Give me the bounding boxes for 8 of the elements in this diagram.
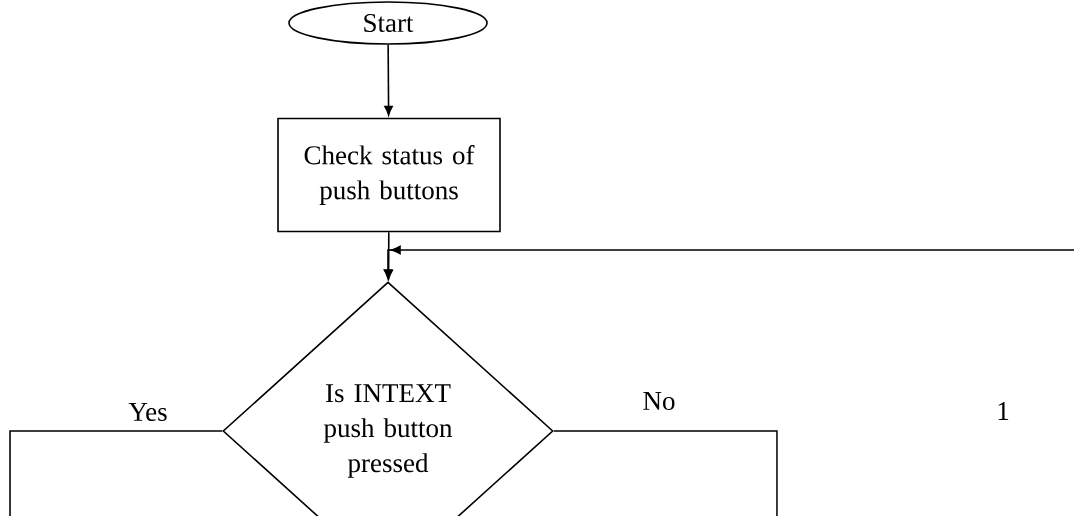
edge-label: Yes: [127, 402, 169, 422]
branch-line: [9, 430, 223, 516]
edge-label: No: [641, 391, 677, 411]
page-number: 1: [998, 402, 1009, 420]
branch-line: [553, 430, 778, 516]
process-box: Check status of push buttons: [277, 117, 501, 233]
arrow: [384, 44, 393, 116]
loop-back-arrow: [383, 245, 1074, 279]
